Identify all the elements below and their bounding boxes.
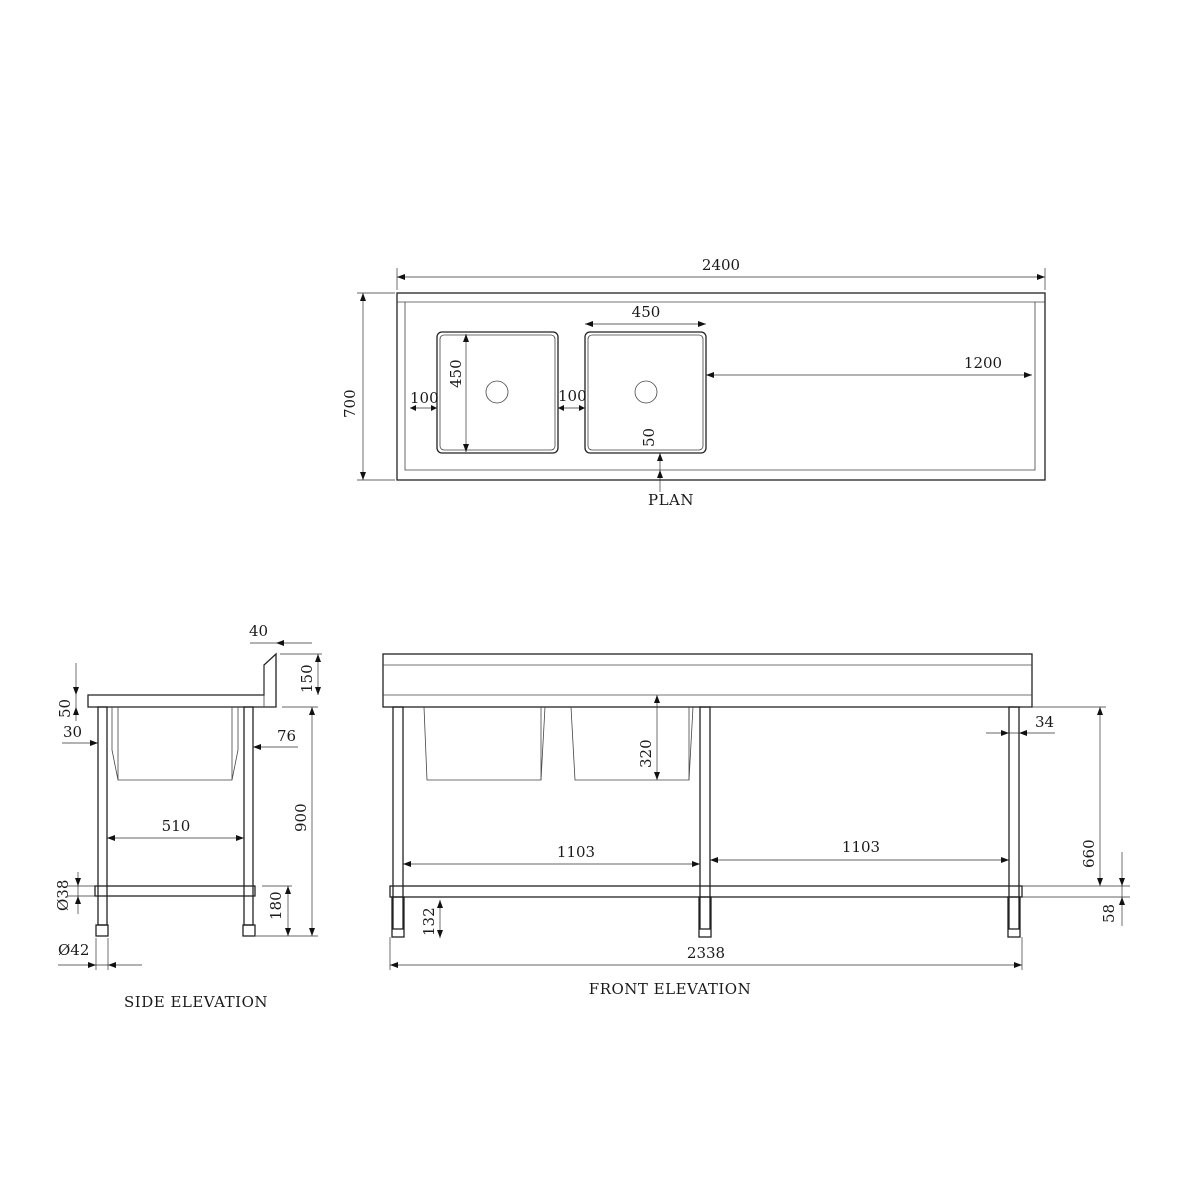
side-rail-diameter-label: Ø38 [54,880,72,911]
front-foot-1 [391,896,405,938]
plan-bowl-left [436,331,559,454]
dim-front-end-inset: 34 [986,713,1055,736]
front-leg-3 [1008,706,1020,930]
front-leg-height-label: 660 [1080,839,1098,868]
dim-side-overall-height: 900 [256,706,318,937]
front-foot-3 [1007,896,1021,938]
dim-side-shelf-height: 180 [262,885,292,936]
plan-bowl-depth-label: 450 [447,359,465,388]
front-bay-right-label: 1103 [842,838,880,856]
dim-side-splashback-thickness: 40 [249,622,312,646]
side-leg-rear [243,706,254,926]
front-overall-span-label: 2338 [687,944,725,962]
plan-bowl-right [584,331,707,454]
front-end-inset-label: 34 [1035,713,1054,731]
side-elevation-title: SIDE ELEVATION [124,993,268,1011]
side-bench-thickness-label: 50 [56,699,74,718]
side-leg-spacing-label: 510 [162,817,191,835]
side-foot-rear [242,924,256,937]
side-elevation-view: 40 150 50 30 76 [54,622,322,1011]
dim-plan-bowl-width: 450 [585,303,706,327]
side-rear-inset-label: 76 [277,727,296,745]
plan-end-gap-label: 100 [410,389,439,407]
dim-side-leg-spacing: 510 [107,817,244,841]
side-leg-front [97,706,108,926]
front-leg-2 [699,706,711,930]
dim-front-bay-left: 1103 [403,843,700,867]
side-bowl-outline [111,707,239,781]
dim-plan-drainboard: 1200 [706,354,1032,378]
dim-side-rail-diameter: Ø38 [54,872,95,914]
dim-front-foot-height: 58 [1022,852,1130,926]
plan-bowl-width-label: 450 [632,303,661,321]
side-benchtop-splashback [87,652,277,708]
front-bowl-depth-label: 320 [637,739,655,768]
dim-side-rear-inset: 76 [253,727,298,750]
plan-bowl-right-inner [587,334,704,451]
side-shelf-height-label: 180 [267,891,285,920]
front-foot-2 [698,896,712,938]
plan-front-gap-label: 50 [640,428,658,447]
plan-length-label: 2400 [702,256,740,274]
plan-view: 2400 700 450 450 1 [341,256,1046,509]
dim-front-shelf-height: 132 [420,900,443,938]
front-elevation-view: 34 320 1103 1103 6 [382,653,1130,998]
plan-waste-left [485,380,509,404]
dim-front-bay-right: 1103 [710,838,1009,863]
dim-front-bowl-depth: 320 [637,695,660,780]
side-splashback-height-label: 150 [298,664,316,693]
front-bowl-left [423,706,546,781]
dim-side-splashback-height: 150 [280,653,322,695]
side-front-overhang-label: 30 [63,723,82,741]
dim-plan-between-bowls: 100 [558,387,587,411]
dim-side-bench-thickness: 50 [56,663,79,721]
front-foot-height-label: 58 [1100,904,1118,923]
dim-front-overall-span: 2338 [389,937,1023,970]
dim-plan-bowl-depth: 450 [447,334,469,452]
side-overall-height-label: 900 [292,803,310,832]
dim-plan-end-gap: 100 [410,389,439,411]
side-splashback-thickness-label: 40 [249,622,268,640]
front-bay-left-label: 1103 [557,843,595,861]
front-elevation-title: FRONT ELEVATION [589,980,751,998]
plan-waste-right [634,380,658,404]
plan-bowl-left-inner [439,334,556,451]
front-splashback-bench [382,653,1033,708]
front-shelf-height-label: 132 [420,907,438,936]
plan-depth-label: 700 [341,389,359,418]
side-foot-diameter-label: Ø42 [58,941,89,959]
dim-front-leg-height: 660 [1022,706,1130,887]
dim-plan-front-gap: 50 [640,428,663,492]
front-undershelf [389,885,1023,898]
plan-title: PLAN [648,491,694,509]
side-crossrail [94,885,256,897]
plan-between-bowls-label: 100 [558,387,587,405]
plan-drainboard-label: 1200 [964,354,1002,372]
dim-side-foot-diameter: Ø42 [58,938,142,970]
plan-drip-edge [404,302,1036,471]
side-foot-front [95,924,109,937]
dim-side-front-overhang: 30 [62,723,98,746]
dim-plan-length: 2400 [396,256,1046,290]
front-bowl-right [570,706,694,781]
dim-plan-depth: 700 [341,292,395,481]
front-leg-1 [392,706,404,930]
plan-bench-outline [396,292,1046,481]
